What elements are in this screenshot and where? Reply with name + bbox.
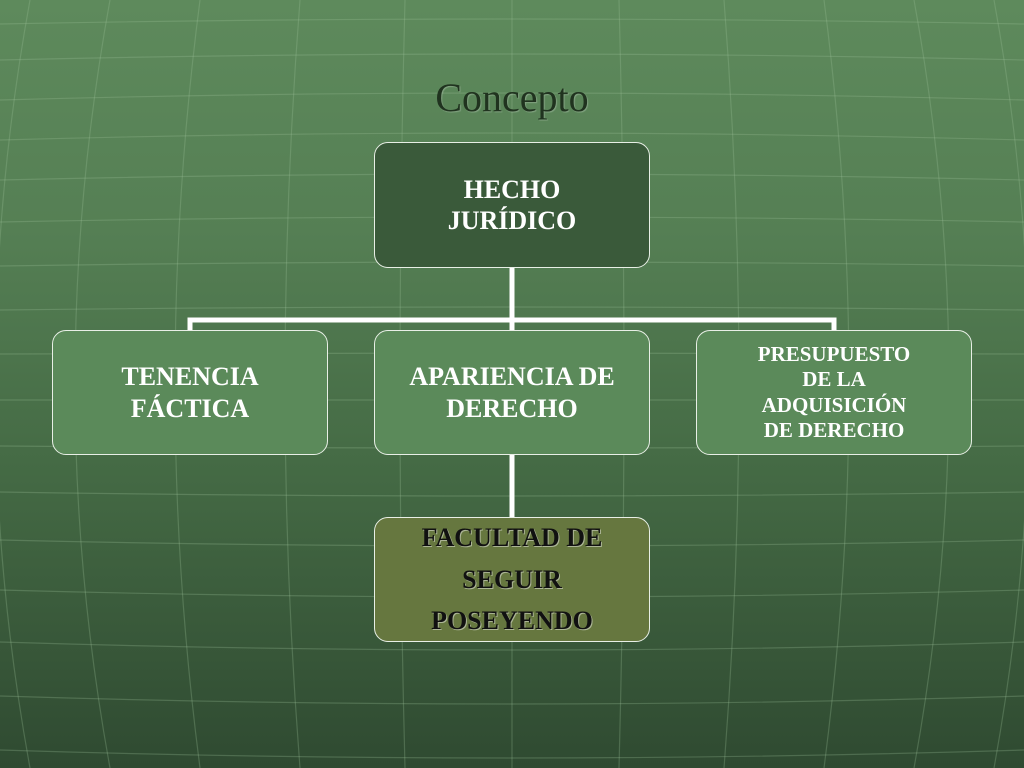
node-hecho-juridico: HECHO JURÍDICO [374, 142, 650, 268]
node-tenencia-factica: TENENCIA FÁCTICA [52, 330, 328, 455]
node-presupuesto-adquisicion: PRESUPUESTO DE LA ADQUISICIÓN DE DERECHO [696, 330, 972, 455]
slide-title: Concepto [435, 75, 589, 120]
node-apariencia-de-derecho: APARIENCIA DE DERECHO [374, 330, 650, 455]
node-facultad-seguir-poseyendo: FACULTAD DE SEGUIR POSEYENDO [374, 517, 650, 642]
